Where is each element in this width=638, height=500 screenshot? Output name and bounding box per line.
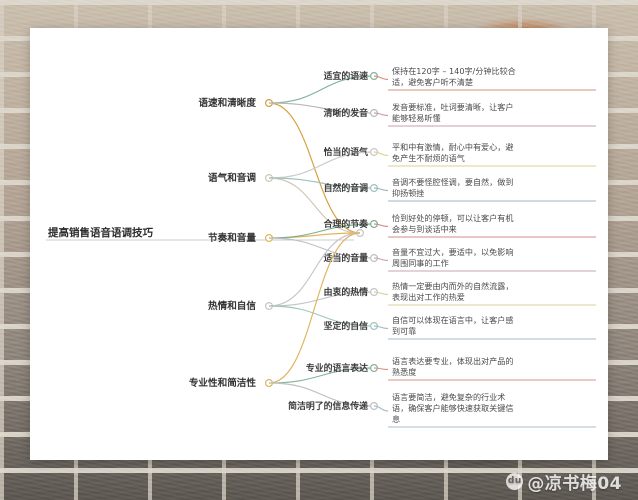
mindmap-svg[interactable]: 提高销售语音语调技巧 语速和清晰度 适宜的语速 保持在120字 – 140字/分钟比较… [30,28,608,460]
desc-line-4-0-0: 语言表达要专业，体现出对产品的 [392,356,513,366]
leaf-label-2-1: 适当的音量 [324,252,368,264]
desc-line-0-0-0: 保持在120字 – 140字/分钟比较合 [392,66,516,76]
edge-root-to-branch-4 [268,232,361,384]
desc-line-0-1-0: 发音要标准，吐词要清晰，让客户 [392,102,513,112]
desc-line-1-0-0: 平和中有激情，耐心中有爱心，避 [392,142,513,152]
edge-leaf-to-desc-1-0 [373,151,389,157]
edge-leaf-to-desc-3-1 [373,325,389,330]
edge-branch-3-leaf-1 [268,305,375,327]
branch-label-4: 专业性和简洁性 [189,377,257,389]
edge-leaf-to-desc-0-1 [373,112,389,117]
desc-line-0-0-1: 适，避免客户听不清楚 [392,77,473,87]
desc-line-2-0-0: 恰到好处的停顿，可以让客户有机 [392,213,513,223]
desc-line-2-1-0: 音量不宜过大，要适中，以免影响 [392,247,513,257]
edge-branch-0-leaf-0 [268,75,375,104]
desc-line-3-0-0: 热情一定要由内而外的自然流露， [392,281,513,291]
edge-branch-2-leaf-0 [268,223,375,239]
desc-line-2-0-1: 会参与到谈话中来 [392,224,457,234]
desc-line-2-1-1: 周围同事的工作 [392,258,449,268]
desc-line-3-1-1: 到可靠 [392,326,416,336]
edge-branch-3-leaf-0 [268,291,375,307]
desc-line-3-1-0: 自信可以体现在语言中，让客户感 [392,315,513,325]
edge-branch-4-leaf-1 [268,382,375,407]
leaf-label-4-0: 专业的语言表达 [306,362,368,374]
desc-line-0-1-1: 能够轻易听懂 [392,113,441,123]
root-node-label: 提高销售语音语调技巧 [48,226,153,239]
edge-branch-2-leaf-1 [268,237,375,259]
branch-label-2: 节奏和音量 [208,232,256,244]
edge-branch-4-leaf-0 [268,367,375,384]
edge-leaf-to-desc-2-0 [373,223,389,228]
edge-leaf-to-desc-4-1 [373,405,389,412]
branch-label-3: 热情和自信 [208,300,256,312]
edge-branch-1-leaf-0 [268,151,375,179]
leaf-label-3-1: 坚定的自信 [324,320,368,332]
desc-line-4-1-1: 语，确保客户能够快速获取关键信 [392,403,513,413]
edge-branch-0-leaf-1 [268,102,375,114]
desc-line-1-0-1: 免产生不耐烦的语气 [392,153,465,163]
leaf-label-1-0: 恰当的语气 [324,146,368,158]
branch-label-1: 语气和音调 [208,172,256,184]
edge-leaf-to-desc-3-0 [373,291,389,296]
leaf-label-1-1: 自然的音调 [324,182,368,194]
edge-root-to-branch-1 [268,177,361,234]
edge-leaf-to-desc-4-0 [373,367,389,371]
desc-line-1-1-1: 抑扬顿挫 [392,188,424,198]
edge-root-to-branch-3 [268,232,361,307]
desc-line-4-1-0: 语言要简洁，避免复杂的行业术 [392,392,505,402]
leaf-label-2-0: 合理的节奏 [324,218,368,230]
leaf-label-4-1: 简洁明了的信息传递 [288,400,368,412]
branch-label-0: 语速和清晰度 [198,97,256,109]
desc-line-3-0-1: 表现出对工作的热爱 [392,292,465,302]
leaf-label-0-1: 清晰的发音 [324,107,368,119]
desc-line-1-1-0: 音调不要怪腔怪调，要自然，做到 [392,177,513,187]
edge-branch-1-leaf-1 [268,177,375,189]
edge-leaf-to-desc-0-0 [373,75,389,81]
mindmap-canvas[interactable]: 提高销售语音语调技巧 语速和清晰度 适宜的语速 保持在120字 – 140字/分钟比较… [30,28,608,460]
desc-line-4-1-2: 息 [392,414,400,424]
edge-leaf-to-desc-1-1 [373,187,389,192]
leaf-label-3-0: 由衷的热情 [324,286,368,298]
edge-leaf-to-desc-2-1 [373,257,389,262]
desc-line-4-0-1: 熟悉度 [392,367,416,377]
leaf-label-0-0: 适宜的语速 [324,70,368,82]
